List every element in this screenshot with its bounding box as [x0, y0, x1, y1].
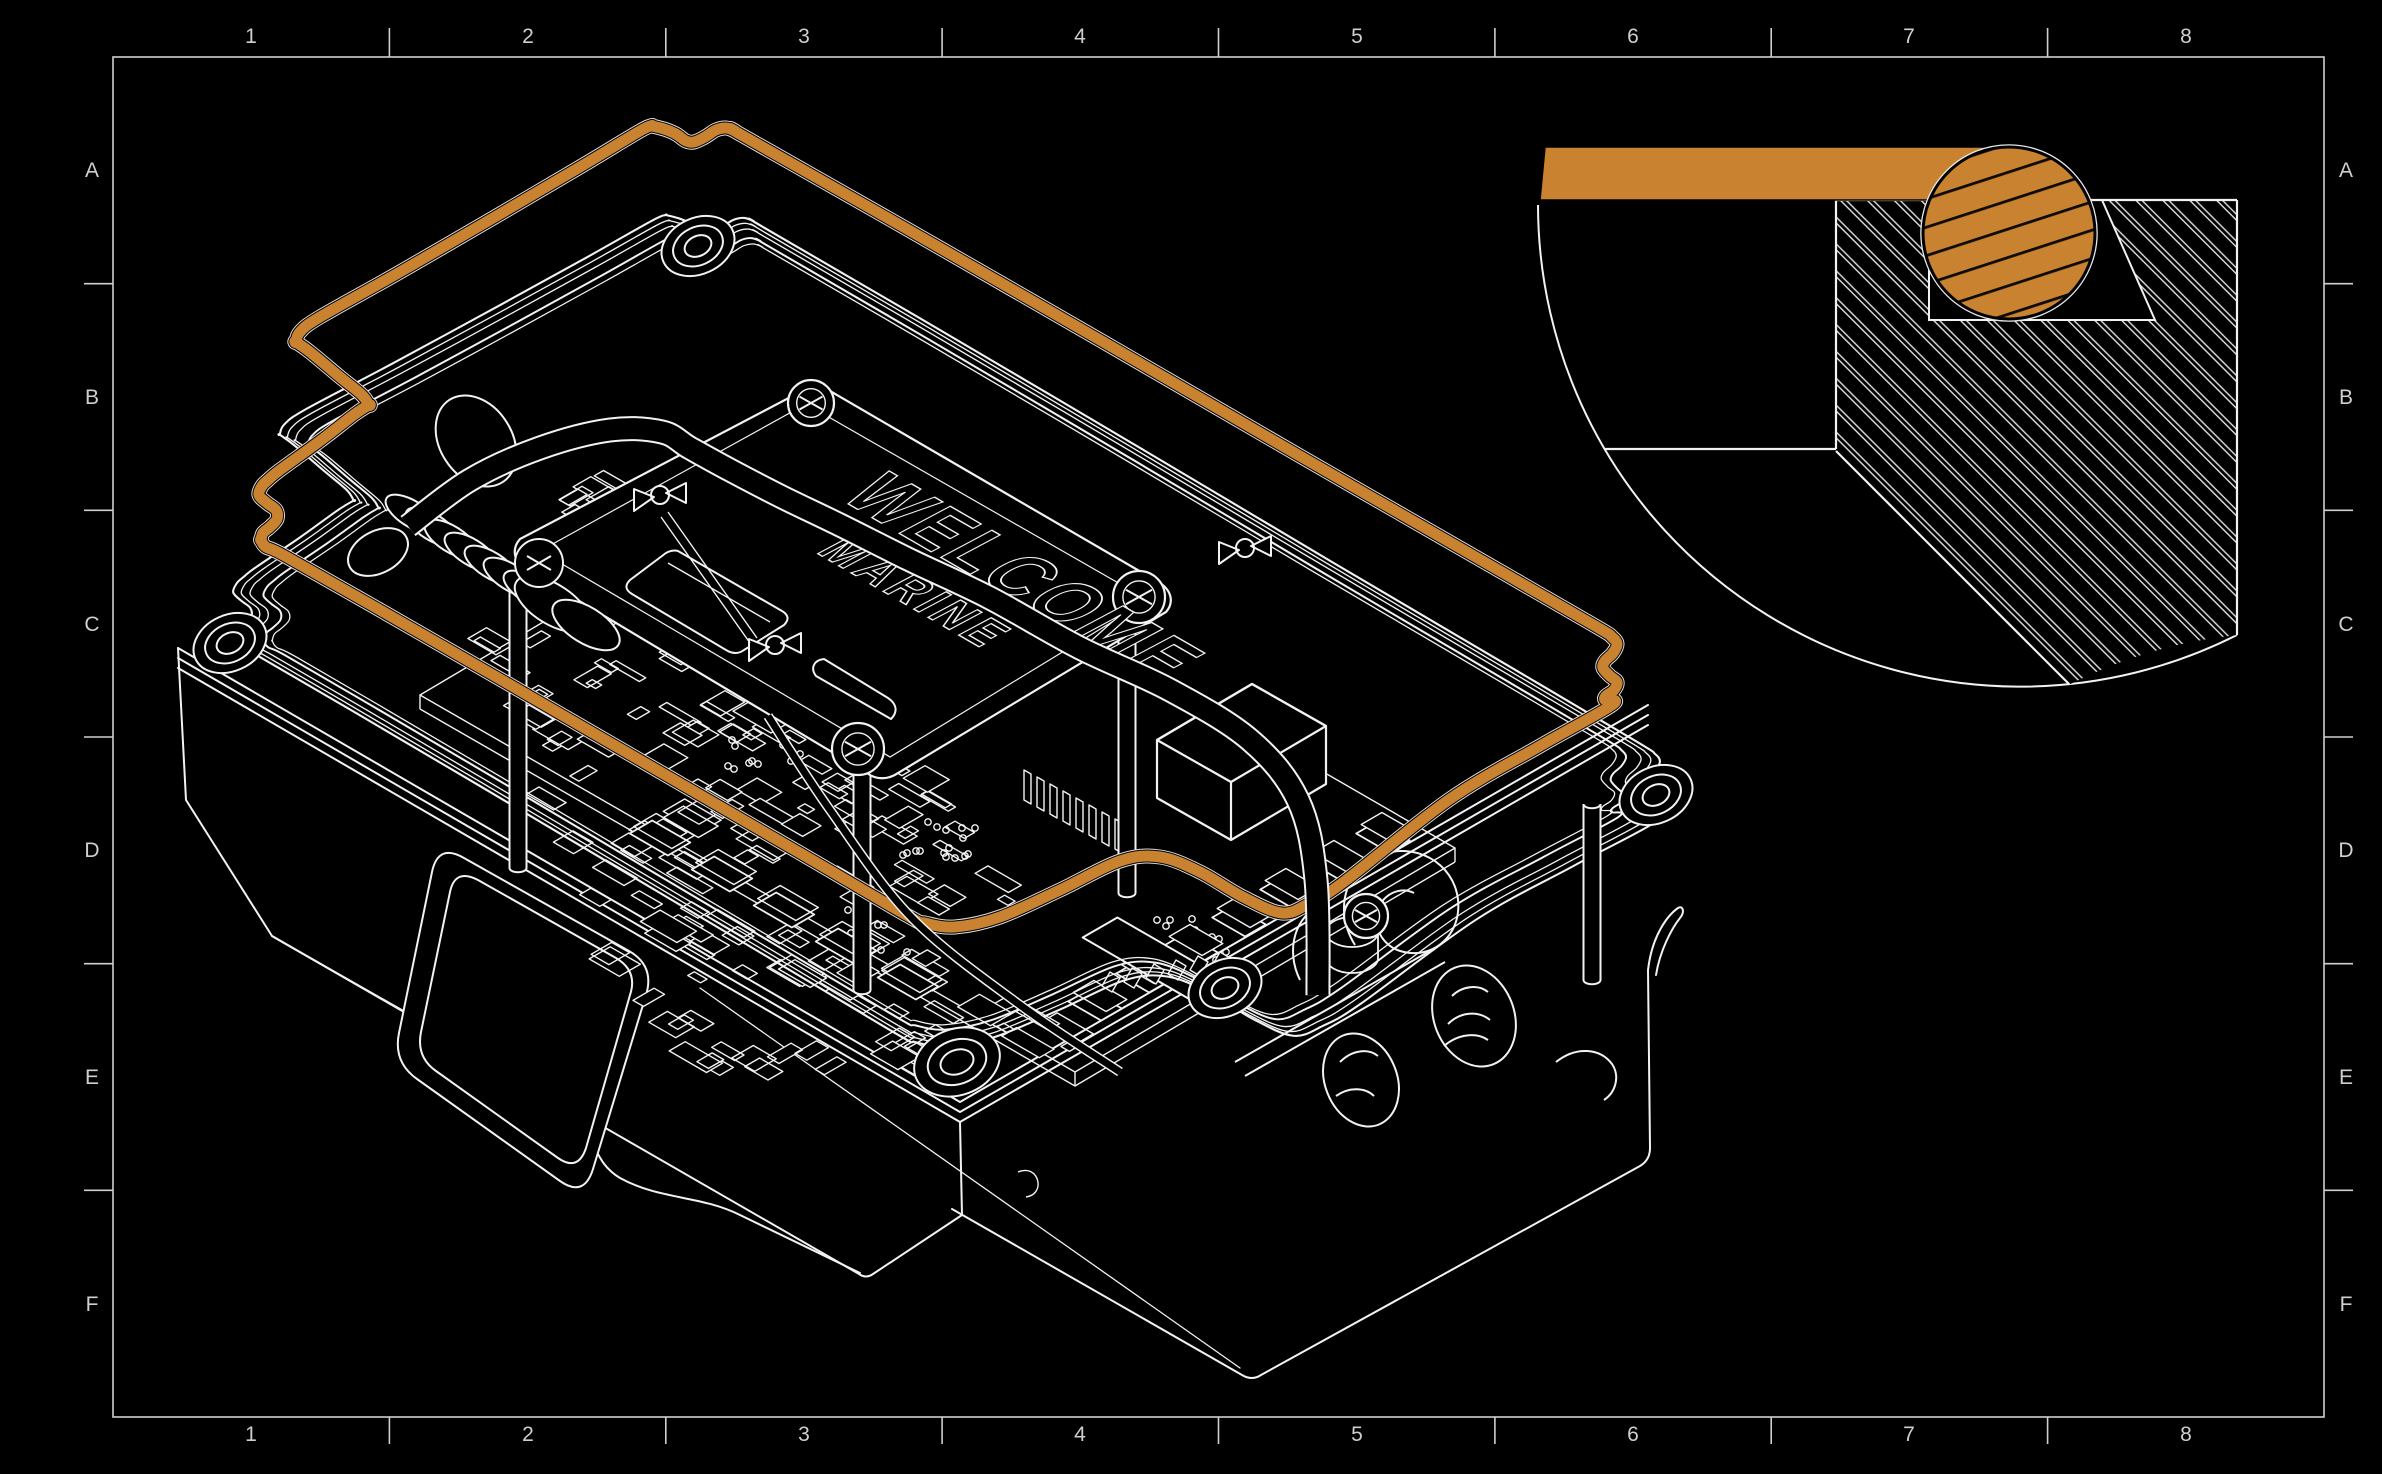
svg-text:7: 7 — [1903, 25, 1915, 48]
svg-text:2: 2 — [522, 25, 534, 48]
svg-text:8: 8 — [2180, 1423, 2192, 1446]
svg-text:C: C — [84, 613, 99, 636]
svg-text:D: D — [2338, 839, 2353, 862]
svg-text:6: 6 — [1627, 25, 1639, 48]
svg-text:F: F — [86, 1293, 99, 1316]
svg-text:B: B — [85, 386, 99, 409]
svg-text:4: 4 — [1074, 1423, 1086, 1446]
svg-text:4: 4 — [1074, 25, 1086, 48]
svg-text:F: F — [2340, 1293, 2353, 1316]
svg-text:A: A — [2339, 159, 2353, 182]
svg-text:E: E — [85, 1066, 99, 1089]
svg-text:6: 6 — [1627, 1423, 1639, 1446]
svg-text:D: D — [84, 839, 99, 862]
svg-text:5: 5 — [1351, 25, 1363, 48]
svg-text:7: 7 — [1903, 1423, 1915, 1446]
svg-text:3: 3 — [798, 1423, 810, 1446]
svg-text:1: 1 — [245, 25, 257, 48]
svg-text:5: 5 — [1351, 1423, 1363, 1446]
svg-text:B: B — [2339, 386, 2353, 409]
svg-text:C: C — [2338, 613, 2353, 636]
svg-text:8: 8 — [2180, 25, 2192, 48]
svg-text:E: E — [2339, 1066, 2353, 1089]
svg-text:2: 2 — [522, 1423, 534, 1446]
svg-text:A: A — [85, 159, 99, 182]
svg-text:3: 3 — [798, 25, 810, 48]
svg-text:1: 1 — [245, 1423, 257, 1446]
